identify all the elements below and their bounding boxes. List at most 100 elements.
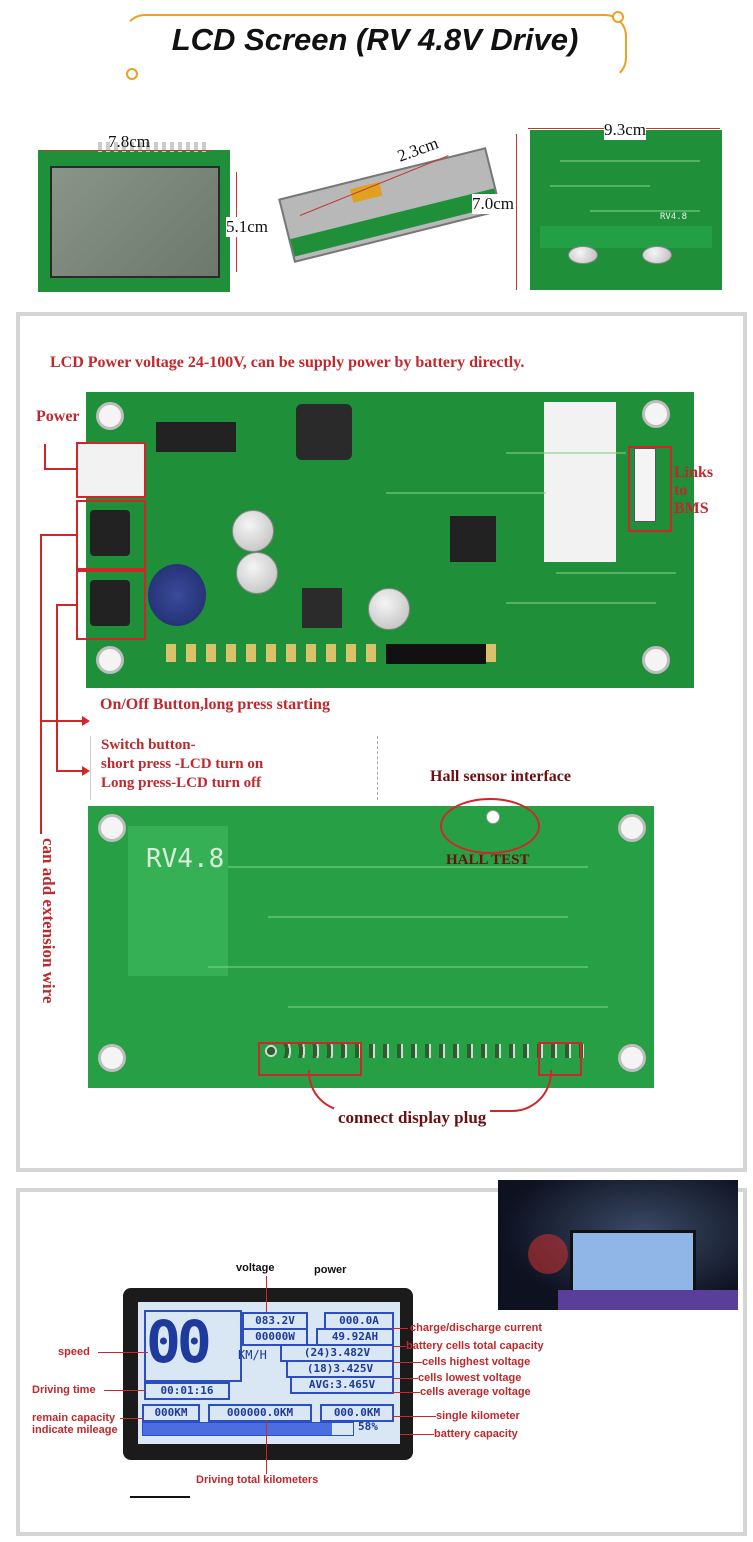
- title-banner: [123, 14, 627, 80]
- connect-display-plug-label: connect display plug: [334, 1108, 491, 1128]
- driving-time-value: 00:01:16: [144, 1382, 230, 1400]
- remain-km-value: 000KM: [142, 1404, 200, 1422]
- lcd-module-front-photo: [38, 142, 230, 292]
- lowest-annotation: cells lowest voltage: [418, 1372, 522, 1384]
- dim-width: 7.8cm: [108, 132, 151, 151]
- inductor: [296, 404, 352, 460]
- dim-line: [42, 150, 212, 151]
- switch-note-box: Switch button- short press -LCD turn on …: [90, 736, 378, 800]
- total-km-value: 000000.0KM: [208, 1404, 312, 1422]
- power-inductor: [148, 564, 206, 626]
- back-label: RV4.8: [660, 212, 688, 222]
- driving-time-annotation: Driving time: [32, 1384, 96, 1396]
- control-board-back: RV4.8: [88, 806, 654, 1088]
- mount-hole: [96, 402, 124, 430]
- bms-chip-area: [544, 402, 616, 562]
- callout-line: [40, 720, 84, 722]
- capacitor: [232, 510, 274, 552]
- extension-wire-label: can add extension wire: [39, 838, 58, 1004]
- power-arrow: [44, 468, 76, 470]
- leader-line: [392, 1346, 406, 1347]
- battery-bar: [142, 1422, 354, 1436]
- single-km-annotation: single kilometer: [436, 1410, 520, 1422]
- battery-capacity-annotation: battery capacity: [434, 1428, 518, 1440]
- banner-dot-icon: [126, 68, 138, 80]
- battery-percent: 58%: [358, 1420, 378, 1433]
- speed-annotation: speed: [58, 1346, 90, 1358]
- on-off-button[interactable]: [76, 500, 146, 570]
- back-buzzer: [568, 246, 598, 264]
- total-capacity-annotation: battery cells total capacity: [406, 1340, 544, 1352]
- callout-line: [56, 604, 58, 772]
- switch-button[interactable]: [76, 570, 146, 640]
- header-pins: [98, 142, 208, 152]
- page-title: LCD Screen (RV 4.8V Drive): [171, 22, 579, 57]
- speed-box: [144, 1310, 242, 1382]
- mount-hole: [96, 646, 124, 674]
- dim-back-width: 9.3cm: [604, 120, 647, 140]
- mount-hole: [618, 814, 646, 842]
- control-board-front: [86, 392, 694, 688]
- bms-link-box: [628, 446, 672, 532]
- display-plug-pins: [264, 1044, 584, 1058]
- leader-line: [266, 1276, 267, 1312]
- speed-unit: KM/H: [238, 1348, 267, 1362]
- switch-line-1: Switch button-: [101, 737, 196, 753]
- leader-line: [392, 1378, 418, 1379]
- mount-hole: [98, 1044, 126, 1072]
- links-to-bms-label: Links to BMS: [674, 464, 714, 517]
- leader-line: [392, 1328, 408, 1329]
- capacitor-160v: [156, 422, 236, 452]
- dashboard-lcd: [570, 1230, 696, 1296]
- average-annotation: cells average voltage: [420, 1386, 531, 1398]
- average-voltage-value: AVG:3.465V: [290, 1376, 394, 1394]
- plug-callout: [308, 1070, 430, 1112]
- hall-sensor-ellipse: [440, 798, 540, 854]
- lcd-glass: [50, 166, 220, 278]
- leader-line: [392, 1392, 420, 1393]
- leader-line: [98, 1352, 148, 1353]
- speed-value: 00: [146, 1308, 212, 1376]
- bms-connector: [634, 448, 656, 522]
- leader-line: [120, 1418, 144, 1419]
- back-strip: [540, 226, 712, 248]
- button-cap: [90, 510, 130, 556]
- on-off-label: On/Off Button,long press starting: [100, 696, 330, 713]
- lcd-module-back-photo: RV4.8: [530, 130, 722, 290]
- mount-hole: [642, 646, 670, 674]
- dim-line: [516, 134, 517, 290]
- dim-height: 5.1cm: [226, 217, 269, 237]
- lcd-screen: 00 KM/H 083.2V 00000W 000.0A 49.92AH (24…: [138, 1302, 400, 1444]
- capacitor: [368, 588, 410, 630]
- total-km-annotation: Driving total kilometers: [196, 1474, 319, 1486]
- callout-line: [56, 770, 84, 772]
- hall-test-label: HALL TEST: [446, 852, 530, 868]
- silk-area: [128, 826, 228, 976]
- arrow-right-icon: [82, 716, 90, 726]
- battery-bar-fill: [143, 1423, 332, 1435]
- mount-hole: [98, 814, 126, 842]
- side-pcb: [290, 188, 499, 257]
- power-voltage-note: LCD Power voltage 24-100V, can be supply…: [50, 354, 525, 371]
- underline: [130, 1496, 190, 1498]
- highest-annotation: cells highest voltage: [422, 1356, 531, 1368]
- display-plug-box-right: [538, 1042, 582, 1076]
- arrow-right-icon: [82, 766, 90, 776]
- leader-line: [400, 1434, 434, 1435]
- leader-line: [266, 1420, 267, 1474]
- mount-hole: [618, 1044, 646, 1072]
- mount-hole: [642, 400, 670, 428]
- leader-line: [104, 1390, 146, 1391]
- lcd-module-side-photo: [278, 147, 502, 263]
- banner-dot-icon: [612, 11, 624, 23]
- microcontroller: [450, 516, 496, 562]
- power-label: Power: [36, 408, 80, 425]
- dim-back-height: 7.0cm: [472, 194, 515, 214]
- rv48-silkscreen: RV4.8: [146, 844, 225, 874]
- button-cap: [90, 580, 130, 626]
- voltage-annotation: voltage: [236, 1262, 275, 1274]
- switch-line-3: Long press-LCD turn off: [101, 775, 262, 791]
- power-arrow: [44, 444, 46, 470]
- leader-line: [392, 1362, 422, 1363]
- callout-line: [40, 534, 42, 724]
